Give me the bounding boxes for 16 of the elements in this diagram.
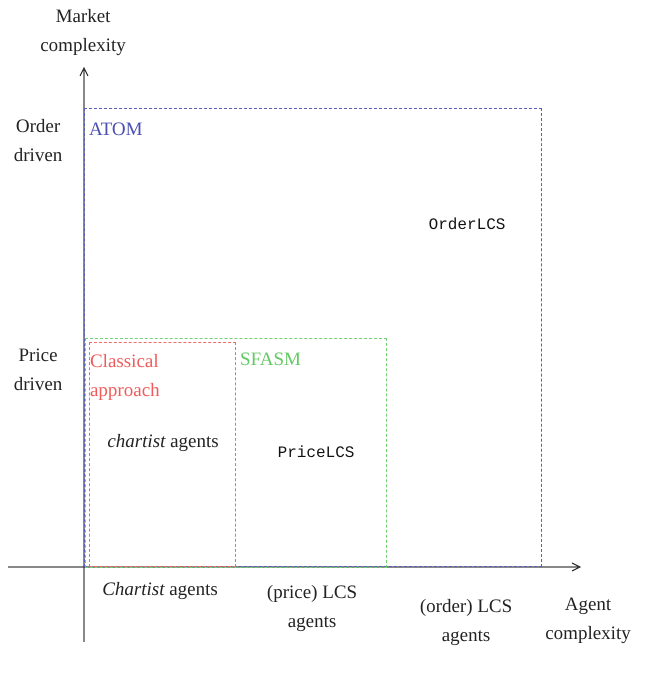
region-title: SFASM [240,348,301,372]
axis-label: (price) LCS agents [266,581,358,634]
axis-label: Chartist agents [101,578,219,602]
region-text: PriceLCS [276,443,356,464]
axis-label: Agent complexity [544,593,632,646]
region-title: ATOM [89,118,142,142]
axis-label: Order driven [12,115,64,168]
axis-label: Market complexity [39,5,127,58]
axis-label: (order) LCS agents [418,595,514,648]
dashed-region [84,108,542,567]
dashed-region [89,342,236,567]
region-text: chartist agents [106,430,220,454]
axis-label: Price driven [12,344,64,397]
region-title: Classical approach [90,350,161,403]
region-text: OrderLCS [428,215,506,236]
dashed-region [85,338,387,568]
